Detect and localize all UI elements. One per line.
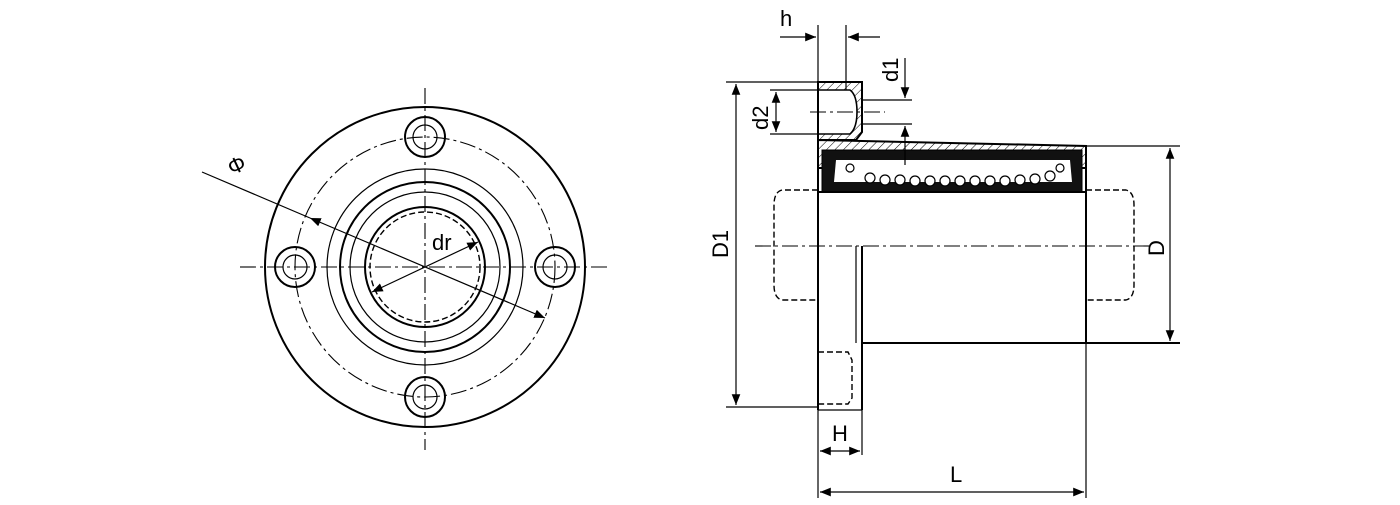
- L-label: L: [950, 462, 962, 487]
- bolt-hole-bottom: [404, 376, 446, 418]
- D-label: D: [1144, 240, 1169, 256]
- bolt-pitch-circle: [294, 136, 556, 398]
- d2-label: d2: [748, 106, 773, 130]
- lower-bolt-hole-hidden: [818, 351, 853, 405]
- shaft-right-hidden: [1086, 189, 1135, 301]
- shaft-left-hidden: [773, 189, 818, 301]
- dr-label: dr: [432, 230, 452, 255]
- retainer-channel: [834, 160, 1072, 182]
- side-section-view: h d1 d2 D1 D H L: [708, 6, 1180, 498]
- bolt-hole-top: [404, 116, 446, 158]
- D1-label: D1: [708, 230, 733, 258]
- h-label: h: [780, 6, 792, 31]
- flange-outer-circle: [264, 106, 586, 428]
- dr-dimension-line: [371, 241, 479, 293]
- phi-leader-line: [201, 171, 311, 219]
- phi-label: Φ: [223, 150, 249, 180]
- d1-label: d1: [878, 58, 903, 82]
- H-label: H: [832, 421, 848, 446]
- front-view: Φ dr: [201, 88, 610, 450]
- ball-row: [845, 163, 1065, 187]
